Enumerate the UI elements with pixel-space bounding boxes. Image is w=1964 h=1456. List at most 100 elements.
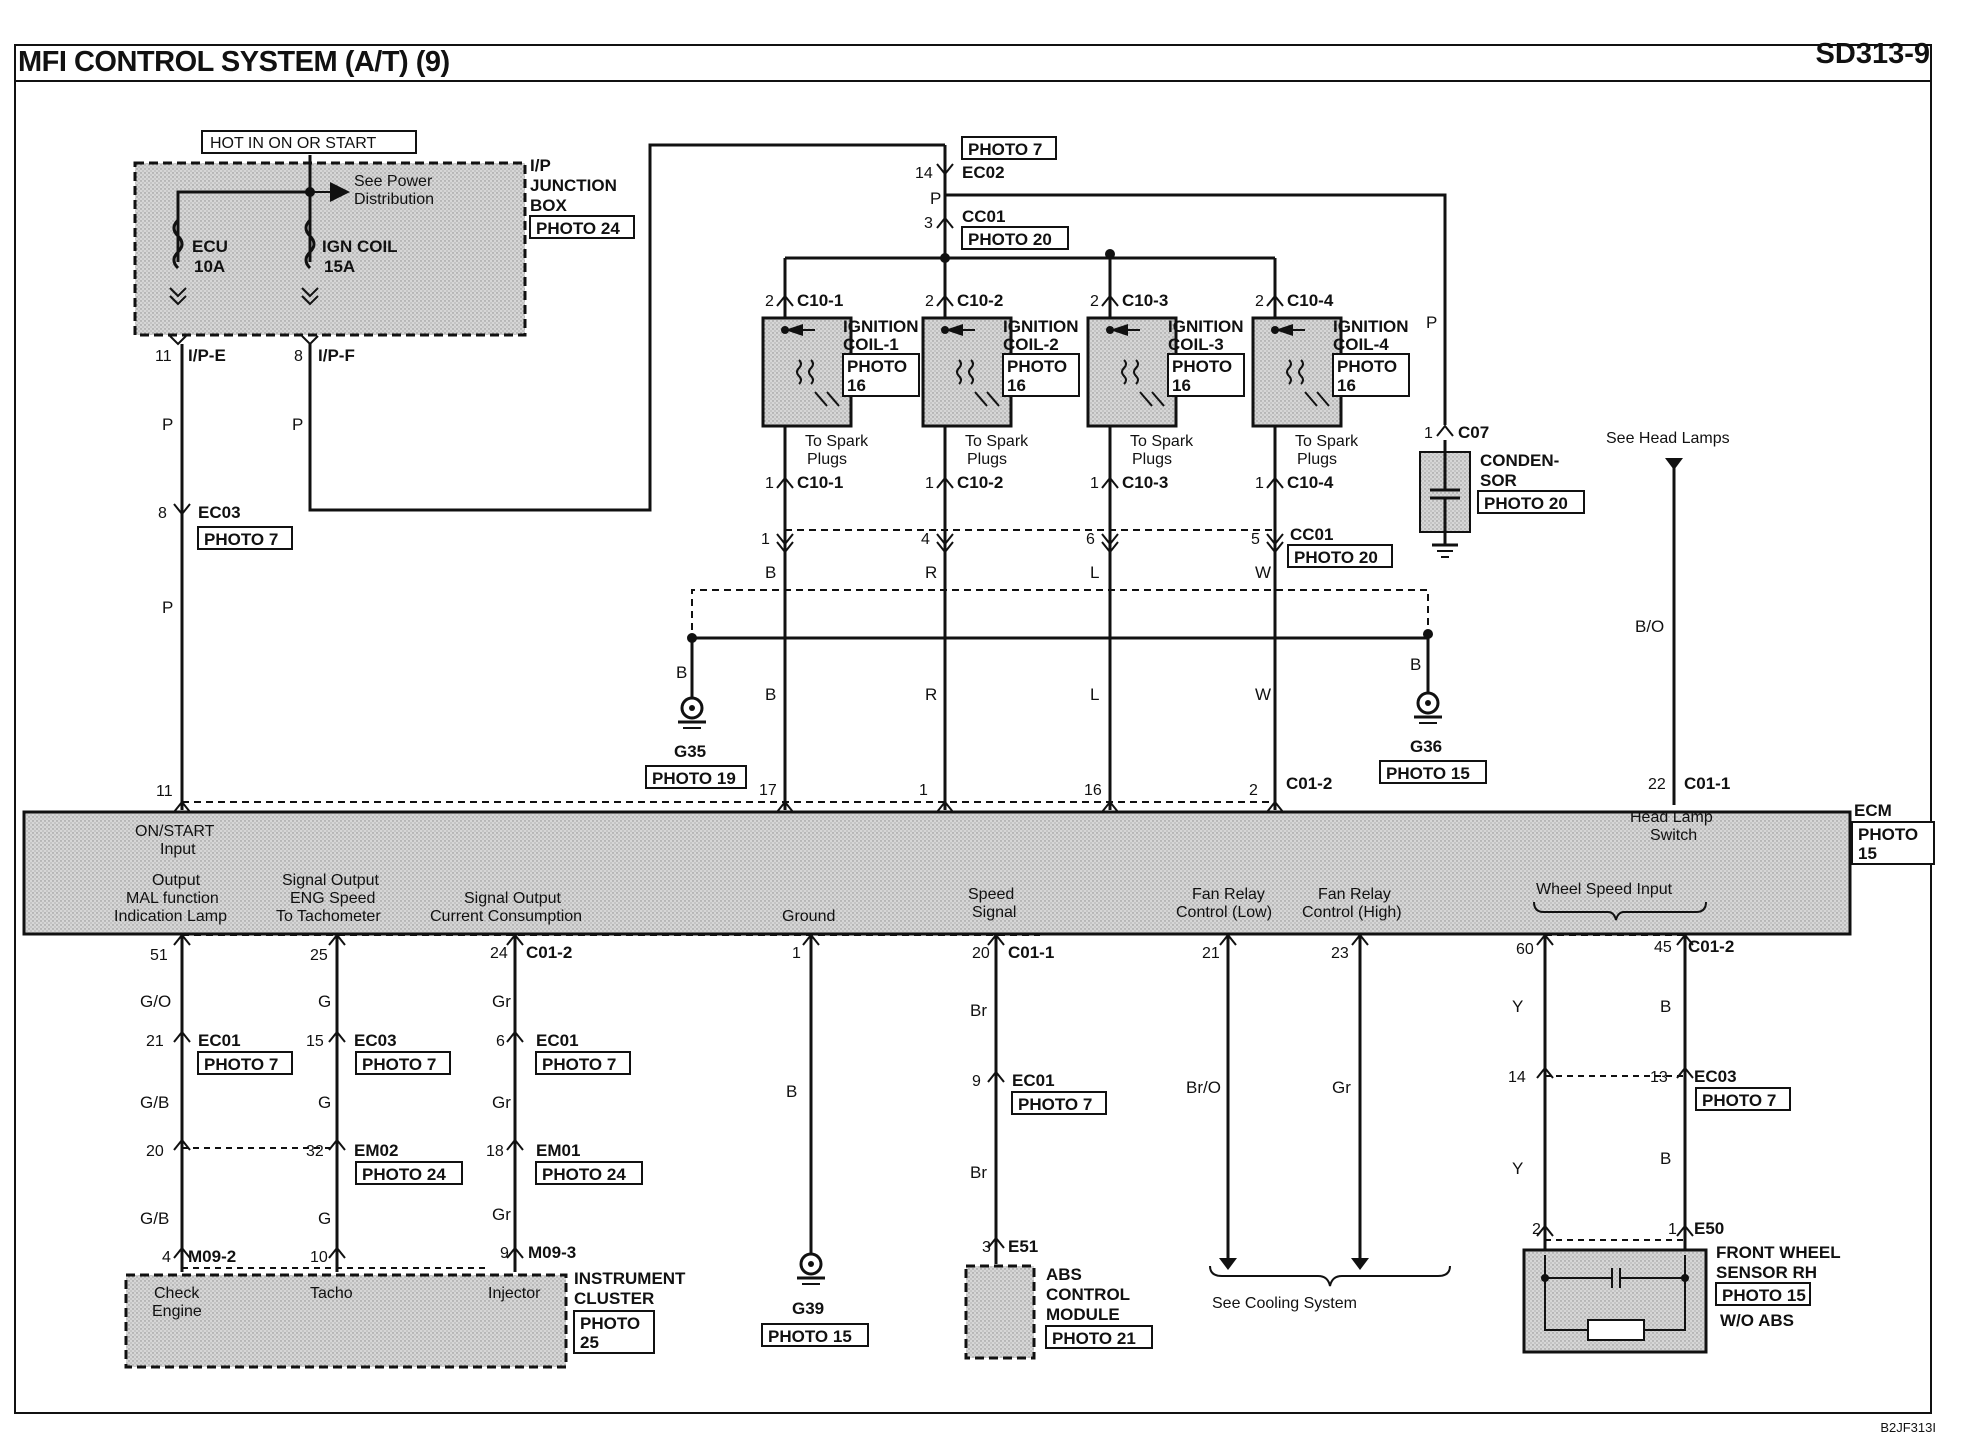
coil-wire-upper: R bbox=[925, 563, 937, 582]
coil-top-conn: C10-3 bbox=[1122, 291, 1168, 310]
coil-bottom-conn: C10-1 bbox=[797, 473, 843, 492]
conn-ec03-b: EC03 bbox=[1694, 1067, 1737, 1086]
pin-em02-20: 20 bbox=[146, 1143, 164, 1160]
wire-g-1: G bbox=[318, 992, 331, 1011]
abs-control-module: 3 E51 ABS CONTROL MODULE PHOTO 21 bbox=[964, 1237, 1153, 1360]
coil-body-icon bbox=[761, 316, 853, 428]
conn-cc01-mid: CC01 bbox=[1290, 525, 1333, 544]
coil-ecm-pin: 1 bbox=[919, 782, 928, 799]
pin-cc01-3: 3 bbox=[924, 215, 933, 232]
pin-21: 21 bbox=[1202, 945, 1220, 962]
pin-ec03-15: 15 bbox=[306, 1033, 324, 1050]
pin-23: 23 bbox=[1331, 945, 1349, 962]
coil-bottom-conn: C10-4 bbox=[1287, 473, 1334, 492]
coil-bottom-conn: C10-3 bbox=[1122, 473, 1168, 492]
wire-run-0 bbox=[173, 933, 191, 1272]
coil-top-conn: C10-1 bbox=[797, 291, 843, 310]
conn-m09-2: M09-2 bbox=[188, 1247, 236, 1266]
wire-g35: B bbox=[676, 663, 687, 682]
photo-ec01-b: PHOTO 7 bbox=[542, 1055, 616, 1074]
ecm-eng-2: ENG Speed bbox=[290, 890, 375, 907]
pin-c01-1-22: 22 bbox=[1648, 776, 1666, 793]
pin-e51-3: 3 bbox=[982, 1239, 991, 1256]
front-wheel-sensor-rh: 2 1 E50 FRONT WHEEL SENSOR RH PHOTO 15 W… bbox=[1522, 1219, 1841, 1354]
wire-b-1: B bbox=[1660, 997, 1671, 1016]
coil-name-2: COIL-4 bbox=[1333, 335, 1389, 354]
coil-cc01-pin: 1 bbox=[761, 531, 770, 548]
ip-junction-box: HOT IN ON OR START I/P JUNCTION BOX PHOT… bbox=[133, 130, 635, 365]
ecm-mal-3: Indication Lamp bbox=[114, 908, 227, 925]
cluster-name-1: INSTRUMENT bbox=[574, 1269, 686, 1288]
wire-b-2: B bbox=[1660, 1149, 1671, 1168]
conn-ec01-a: EC01 bbox=[198, 1031, 241, 1050]
coil-photo-2: 16 bbox=[847, 376, 866, 395]
hot-in-on-or-start-label: HOT IN ON OR START bbox=[210, 135, 376, 152]
coil-name-1: IGNITION bbox=[1168, 317, 1244, 336]
pin-ec01-21: 21 bbox=[146, 1033, 164, 1050]
coil-ecm-pin: 16 bbox=[1084, 782, 1102, 799]
coil-spark-2: Plugs bbox=[967, 451, 1007, 468]
see-head-lamps: See Head Lamps bbox=[1606, 430, 1730, 447]
diagram-frame bbox=[14, 44, 1932, 1414]
abs-name-2: CONTROL bbox=[1046, 1285, 1130, 1304]
pin-45: 45 bbox=[1654, 939, 1672, 956]
photo-g35: PHOTO 19 bbox=[652, 769, 736, 788]
ecm-eng-3: To Tachometer bbox=[276, 908, 381, 925]
pin-ec03-8: 8 bbox=[158, 505, 167, 522]
wire-gr-3: Gr bbox=[492, 1205, 511, 1224]
fuse-ign-coil-icon bbox=[304, 218, 316, 270]
wire-gr-2: Gr bbox=[492, 1093, 511, 1112]
fuse-ecu-name: ECU bbox=[192, 237, 228, 256]
photo-condenser: PHOTO 20 bbox=[1484, 494, 1568, 513]
pin-24: 24 bbox=[490, 945, 508, 962]
cluster-photo-2: 25 bbox=[580, 1333, 599, 1352]
coil-name-1: IGNITION bbox=[1333, 317, 1409, 336]
wire-y-1: Y bbox=[1512, 997, 1523, 1016]
coil-top-pin: 2 bbox=[925, 293, 934, 310]
pin-ec02: 14 bbox=[915, 165, 933, 182]
coil-wire-lower: B bbox=[765, 685, 776, 704]
fuse-ign-rating: 15A bbox=[324, 257, 355, 276]
photo-ec01-c: PHOTO 7 bbox=[1018, 1095, 1092, 1114]
conn-ip-e: I/P-E bbox=[188, 346, 226, 365]
coil-bottom-pin: 1 bbox=[1090, 475, 1099, 492]
arrow-down-icon bbox=[1219, 1258, 1237, 1270]
ecm-eng-1: Signal Output bbox=[282, 872, 380, 889]
fuse-ecu-icon bbox=[172, 218, 184, 270]
sensor-note: W/O ABS bbox=[1720, 1311, 1794, 1330]
cluster-injector: Injector bbox=[488, 1285, 541, 1302]
coil-photo-1: PHOTO bbox=[1007, 357, 1067, 376]
wire-run-1 bbox=[328, 933, 346, 1272]
instrument-cluster: Check Engine Tacho Injector INSTRUMENT C… bbox=[124, 1267, 686, 1369]
conn-em02: EM02 bbox=[354, 1141, 398, 1160]
ecm-fan-low-1: Fan Relay bbox=[1192, 886, 1265, 903]
coil-name-1: IGNITION bbox=[1003, 317, 1079, 336]
ecm-head-lamp-2: Switch bbox=[1650, 827, 1697, 844]
coil-bottom-conn: C10-2 bbox=[957, 473, 1003, 492]
photo-cc01-top: PHOTO 20 bbox=[968, 230, 1052, 249]
coil-body-icon bbox=[1086, 316, 1178, 428]
ecm-head-lamp-1: Head Lamp bbox=[1630, 809, 1713, 826]
wire-run-7 bbox=[1536, 933, 1554, 1255]
ecm-output-wiring bbox=[173, 933, 1694, 1272]
coil-name-2: COIL-2 bbox=[1003, 335, 1059, 354]
conn-e51: E51 bbox=[1008, 1237, 1038, 1256]
wire-y-2: Y bbox=[1512, 1159, 1523, 1178]
coil-photo-1: PHOTO bbox=[1337, 357, 1397, 376]
coil-ecm-pin: 17 bbox=[759, 782, 777, 799]
g36-name: G36 bbox=[1410, 737, 1442, 756]
conn-c01-2-top: C01-2 bbox=[1286, 774, 1332, 793]
ecm-cur-1: Signal Output bbox=[464, 890, 562, 907]
photo-g39: PHOTO 15 bbox=[768, 1327, 852, 1346]
wire-run-4 bbox=[987, 933, 1005, 1264]
conn-ec01-c: EC01 bbox=[1012, 1071, 1055, 1090]
conn-c01-2-a: C01-2 bbox=[526, 943, 572, 962]
coil-photo-2: 16 bbox=[1337, 376, 1356, 395]
conn-e50: E50 bbox=[1694, 1219, 1724, 1238]
pin-ec01-6: 6 bbox=[496, 1033, 505, 1050]
ecm-photo-2: 15 bbox=[1858, 844, 1877, 863]
coil-photo-1: PHOTO bbox=[1172, 357, 1232, 376]
shield-grounds: B B G35 PHOTO 19 G36 PHOTO 15 bbox=[645, 589, 1487, 789]
